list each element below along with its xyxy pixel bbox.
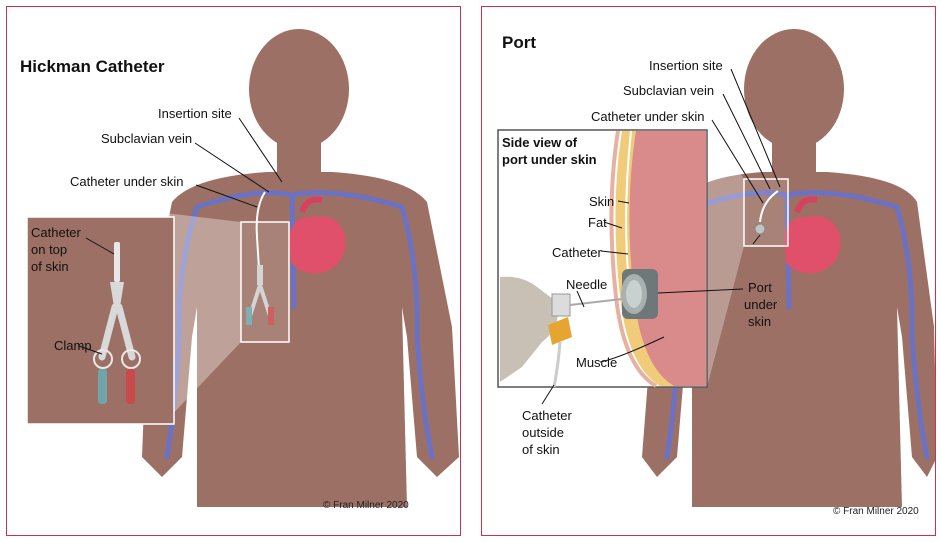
label-catheter-under-skin: Catheter under skin bbox=[70, 174, 183, 189]
label-clamp: Clamp bbox=[54, 338, 92, 353]
highlight-box bbox=[241, 222, 289, 342]
panel-title: Port bbox=[502, 33, 536, 53]
hickman-illustration bbox=[7, 7, 461, 536]
port-device bbox=[621, 269, 658, 319]
highlight-box bbox=[744, 179, 788, 246]
label-catheter-outside-line1: Catheter bbox=[522, 408, 572, 423]
port-panel: Port Insertion site Subclavian vein Cath… bbox=[481, 6, 936, 536]
label-port-under-skin-line1: Port bbox=[748, 280, 772, 295]
label-muscle: Muscle bbox=[576, 355, 617, 370]
label-catheter-on-top-line3: of skin bbox=[31, 259, 69, 274]
tissue-layers bbox=[611, 131, 706, 386]
label-subclavian-vein: Subclavian vein bbox=[623, 83, 714, 98]
inset-title-line1: Side view of bbox=[502, 135, 577, 151]
label-subclavian-vein: Subclavian vein bbox=[101, 131, 192, 146]
inset-title-line2: port under skin bbox=[502, 152, 597, 168]
hickman-catheter-panel: Hickman Catheter Insertion site Subclavi… bbox=[6, 6, 461, 536]
copyright: © Fran Milner 2020 bbox=[323, 500, 409, 511]
label-catheter: Catheter bbox=[552, 245, 602, 260]
label-needle: Needle bbox=[566, 277, 607, 292]
label-port-under-skin-line3: skin bbox=[748, 314, 771, 329]
label-catheter-on-top-line1: Catheter bbox=[31, 225, 81, 240]
label-catheter-on-top-line2: on top bbox=[31, 242, 67, 257]
label-fat: Fat bbox=[588, 215, 607, 230]
label-port-under-skin-line2: under bbox=[744, 297, 777, 312]
label-catheter-under-skin: Catheter under skin bbox=[591, 109, 704, 124]
label-insertion-site: Insertion site bbox=[158, 106, 232, 121]
label-insertion-site: Insertion site bbox=[649, 58, 723, 73]
copyright: © Fran Milner 2020 bbox=[833, 506, 919, 517]
label-catheter-outside-line3: of skin bbox=[522, 442, 560, 457]
panel-title: Hickman Catheter bbox=[20, 57, 165, 77]
label-catheter-outside-line2: outside bbox=[522, 425, 564, 440]
label-skin: Skin bbox=[589, 194, 614, 209]
